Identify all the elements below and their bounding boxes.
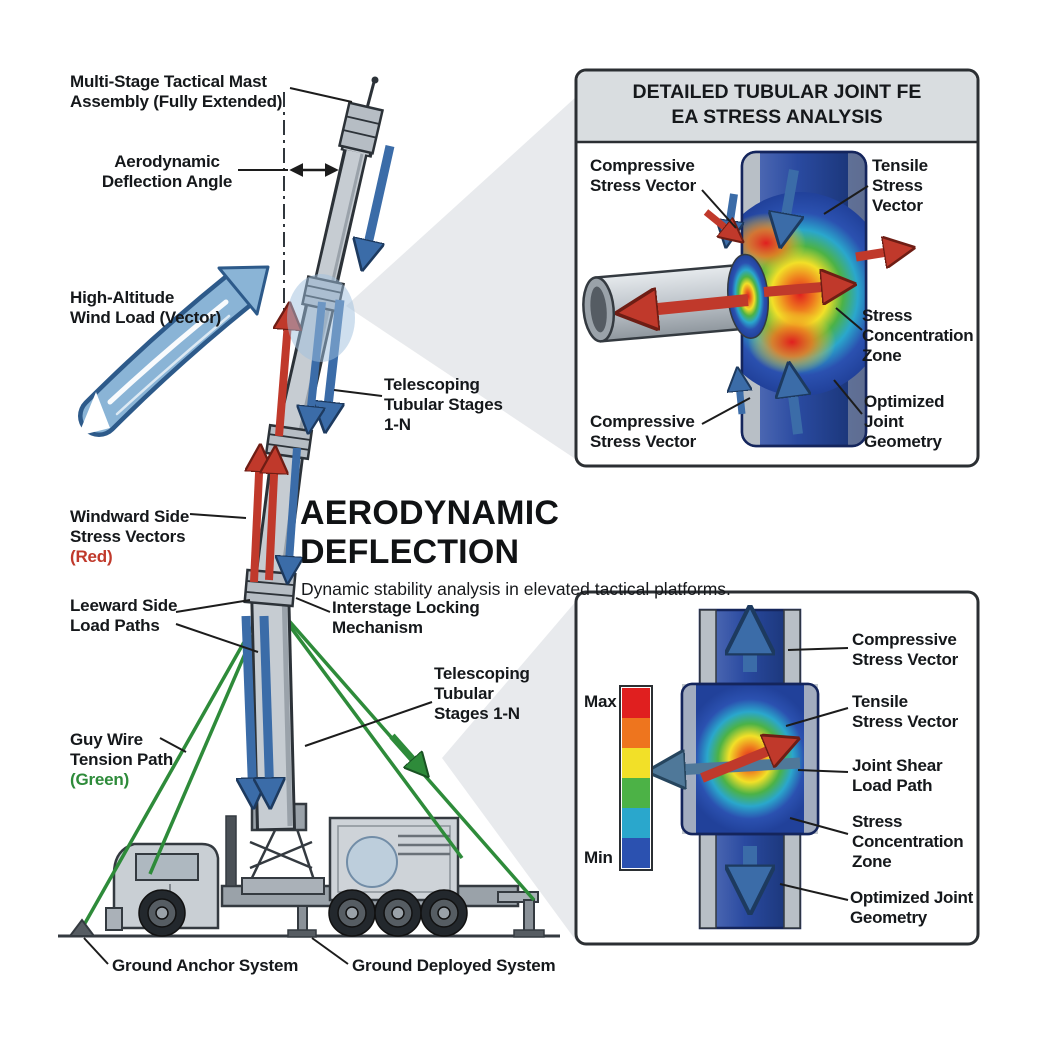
- label-scale-max: Max: [584, 692, 617, 711]
- joint-highlight-circle: [287, 274, 355, 362]
- label-scale-min: Min: [584, 848, 613, 867]
- mast-head: [337, 101, 385, 155]
- leader-lines: [83, 87, 433, 965]
- label-ib-stress-zone: Stress Concentration Zone: [852, 812, 964, 872]
- ground-anchor-triangle: [68, 918, 96, 937]
- inset-bottom-arrows: [658, 620, 800, 900]
- tensile-arrow: [700, 742, 790, 783]
- label-it-optimized: Optimized Joint Geometry: [864, 392, 945, 452]
- label-leeward: Leeward Side Load Paths: [70, 596, 178, 636]
- inset-top-graphic: [574, 68, 980, 468]
- label-windward-color-tag: (Red): [70, 547, 113, 567]
- label-ground-deployed: Ground Deployed System: [352, 956, 556, 975]
- callout-beams: [346, 96, 577, 942]
- stress-vector-arrows: [246, 145, 395, 800]
- inset-top-title: DETAILED TUBULAR JOINT FE EA STRESS ANAL…: [632, 81, 922, 129]
- interstage-collar-2: [264, 423, 314, 461]
- inset-top-arrows: [628, 169, 906, 435]
- color-scale: [619, 685, 653, 871]
- label-ib-shear: Joint Shear Load Path: [852, 756, 943, 796]
- label-guy-wire-color-tag: (Green): [70, 770, 130, 790]
- label-wind-load: High-Altitude Wind Load (Vector): [70, 288, 222, 328]
- label-guy-wire: Guy Wire Tension Path (Green): [70, 710, 173, 810]
- wheels: [138, 889, 468, 937]
- label-ib-optimized: Optimized Joint Geometry: [850, 888, 974, 928]
- guy-wire-lines: [68, 592, 536, 937]
- inset-bottom-graphic: [574, 590, 980, 946]
- inset-top-header: [577, 71, 977, 142]
- label-deflection-angle: Aerodynamic Deflection Angle: [101, 152, 233, 192]
- wind-load-arrow: [78, 265, 270, 437]
- label-ib-compressive: Compressive Stress Vector: [852, 630, 959, 670]
- label-it-stress-zone: Stress Concentration Zone: [862, 306, 974, 366]
- label-ib-tensile: Tensile Stress Vector: [852, 692, 959, 732]
- outrigger-pad-right: [513, 929, 545, 938]
- label-windward-text: Windward Side Stress Vectors: [70, 507, 190, 547]
- label-windward-stress: Windward Side Stress Vectors (Red): [70, 487, 189, 587]
- label-interstage: Interstage Locking Mechanism: [332, 598, 480, 638]
- equipment-emblem: [346, 836, 398, 888]
- page-title: AERODYNAMIC DEFLECTION: [300, 494, 560, 571]
- truck-graphic: [105, 802, 545, 938]
- inset-bottom-leaders: [779, 647, 849, 901]
- label-it-compressive-top: Compressive Stress Vector: [590, 156, 697, 196]
- page-title-block: AERODYNAMIC DEFLECTION Dynamic stability…: [300, 494, 780, 600]
- label-mast-assembly: Multi-Stage Tactical Mast Assembly (Full…: [70, 72, 283, 112]
- label-it-tensile: Tensile Stress Vector: [872, 156, 928, 216]
- inset-top-leaders: [701, 185, 869, 425]
- label-telescoping-upper: Telescoping Tubular Stages 1-N: [384, 375, 503, 435]
- page-subtitle: Dynamic stability analysis in elevated t…: [301, 579, 731, 599]
- guy-wire-tension-arrow: [389, 733, 424, 772]
- label-ground-anchor: Ground Anchor System: [112, 956, 299, 975]
- outrigger-pad-mid: [287, 929, 317, 938]
- label-telescoping-lower: Telescoping Tubular Stages 1-N: [434, 664, 530, 724]
- label-guy-wire-text: Guy Wire Tension Path: [70, 730, 174, 770]
- label-it-compressive-bottom: Compressive Stress Vector: [590, 412, 697, 452]
